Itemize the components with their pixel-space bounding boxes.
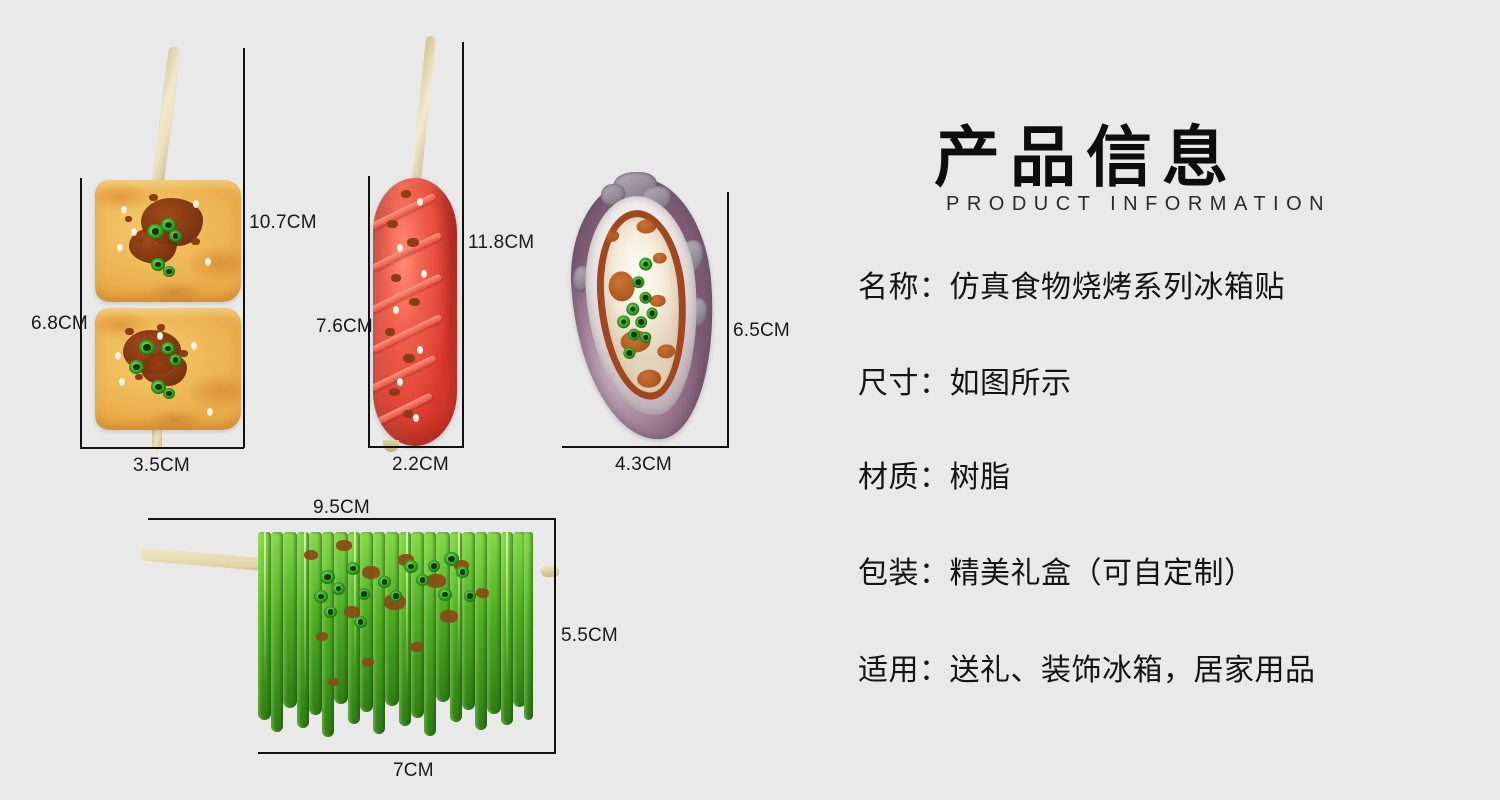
dimension-label-height-4: 5.5CM (561, 625, 618, 646)
spec-row-material: 材质：树脂 (858, 461, 1011, 494)
skewer-stick-bottom-icon (152, 428, 162, 450)
product-info-panel: 产品信息 PRODUCT INFORMATION 名称：仿真食物烧烤系列冰箱贴 … (858, 0, 1478, 800)
dimension-line-total-width-4 (148, 518, 555, 520)
dimension-line-body-height-1 (80, 178, 82, 448)
skewer-stick-icon (151, 46, 181, 197)
dimension-label-width-3: 4.3CM (615, 454, 672, 475)
dimension-line-height-3 (727, 192, 729, 448)
dimension-line-body-width-4 (258, 752, 556, 754)
spec-row-usage: 适用：送礼、装饰冰箱，居家用品 (858, 654, 1316, 687)
spec-row-packaging: 包装：精美礼盒（可自定制） (858, 557, 1255, 590)
dimension-label-height-3: 6.5CM (733, 320, 790, 341)
dimension-line-body-height-2 (368, 176, 370, 447)
dimension-label-total-height-1: 10.7CM (249, 212, 317, 233)
dimension-line-height-4 (554, 518, 556, 754)
page-title-en: PRODUCT INFORMATION (946, 193, 1332, 215)
dimension-label-width-2: 2.2CM (392, 454, 449, 475)
skewer-stick-tip-icon (541, 566, 559, 577)
product-image-green-beans-skewer (139, 518, 559, 752)
page-title-cn: 产品信息 (934, 122, 1238, 195)
dimension-line-total-height-1 (243, 48, 245, 448)
product-image-sausage-skewer (345, 35, 495, 455)
skewer-stick-icon (409, 35, 437, 201)
dimension-line-total-height-2 (462, 42, 464, 447)
dimension-line-width-3 (562, 446, 729, 448)
spec-row-name: 名称：仿真食物烧烤系列冰箱贴 (858, 271, 1285, 304)
green-bean-bundle (258, 532, 533, 744)
dimension-label-width-1: 3.5CM (133, 455, 190, 476)
dimension-line-width-2 (368, 446, 464, 448)
product-image-oyster (564, 170, 725, 450)
dimension-label-total-width-4: 9.5CM (313, 497, 370, 518)
product-image-tofu-skewer (55, 40, 245, 450)
dimension-label-body-width-4: 7CM (393, 760, 434, 781)
tofu-piece-bottom (95, 308, 241, 430)
dimension-line-width-1 (80, 447, 244, 449)
tofu-piece-top (95, 180, 241, 302)
dimension-label-total-height-2: 11.8CM (468, 232, 535, 253)
spec-row-size: 尺寸：如图所示 (858, 367, 1072, 400)
dimension-label-body-height-2: 7.6CM (316, 316, 373, 337)
dimension-label-body-height-1: 6.8CM (31, 313, 88, 334)
sausage-body (373, 178, 457, 446)
